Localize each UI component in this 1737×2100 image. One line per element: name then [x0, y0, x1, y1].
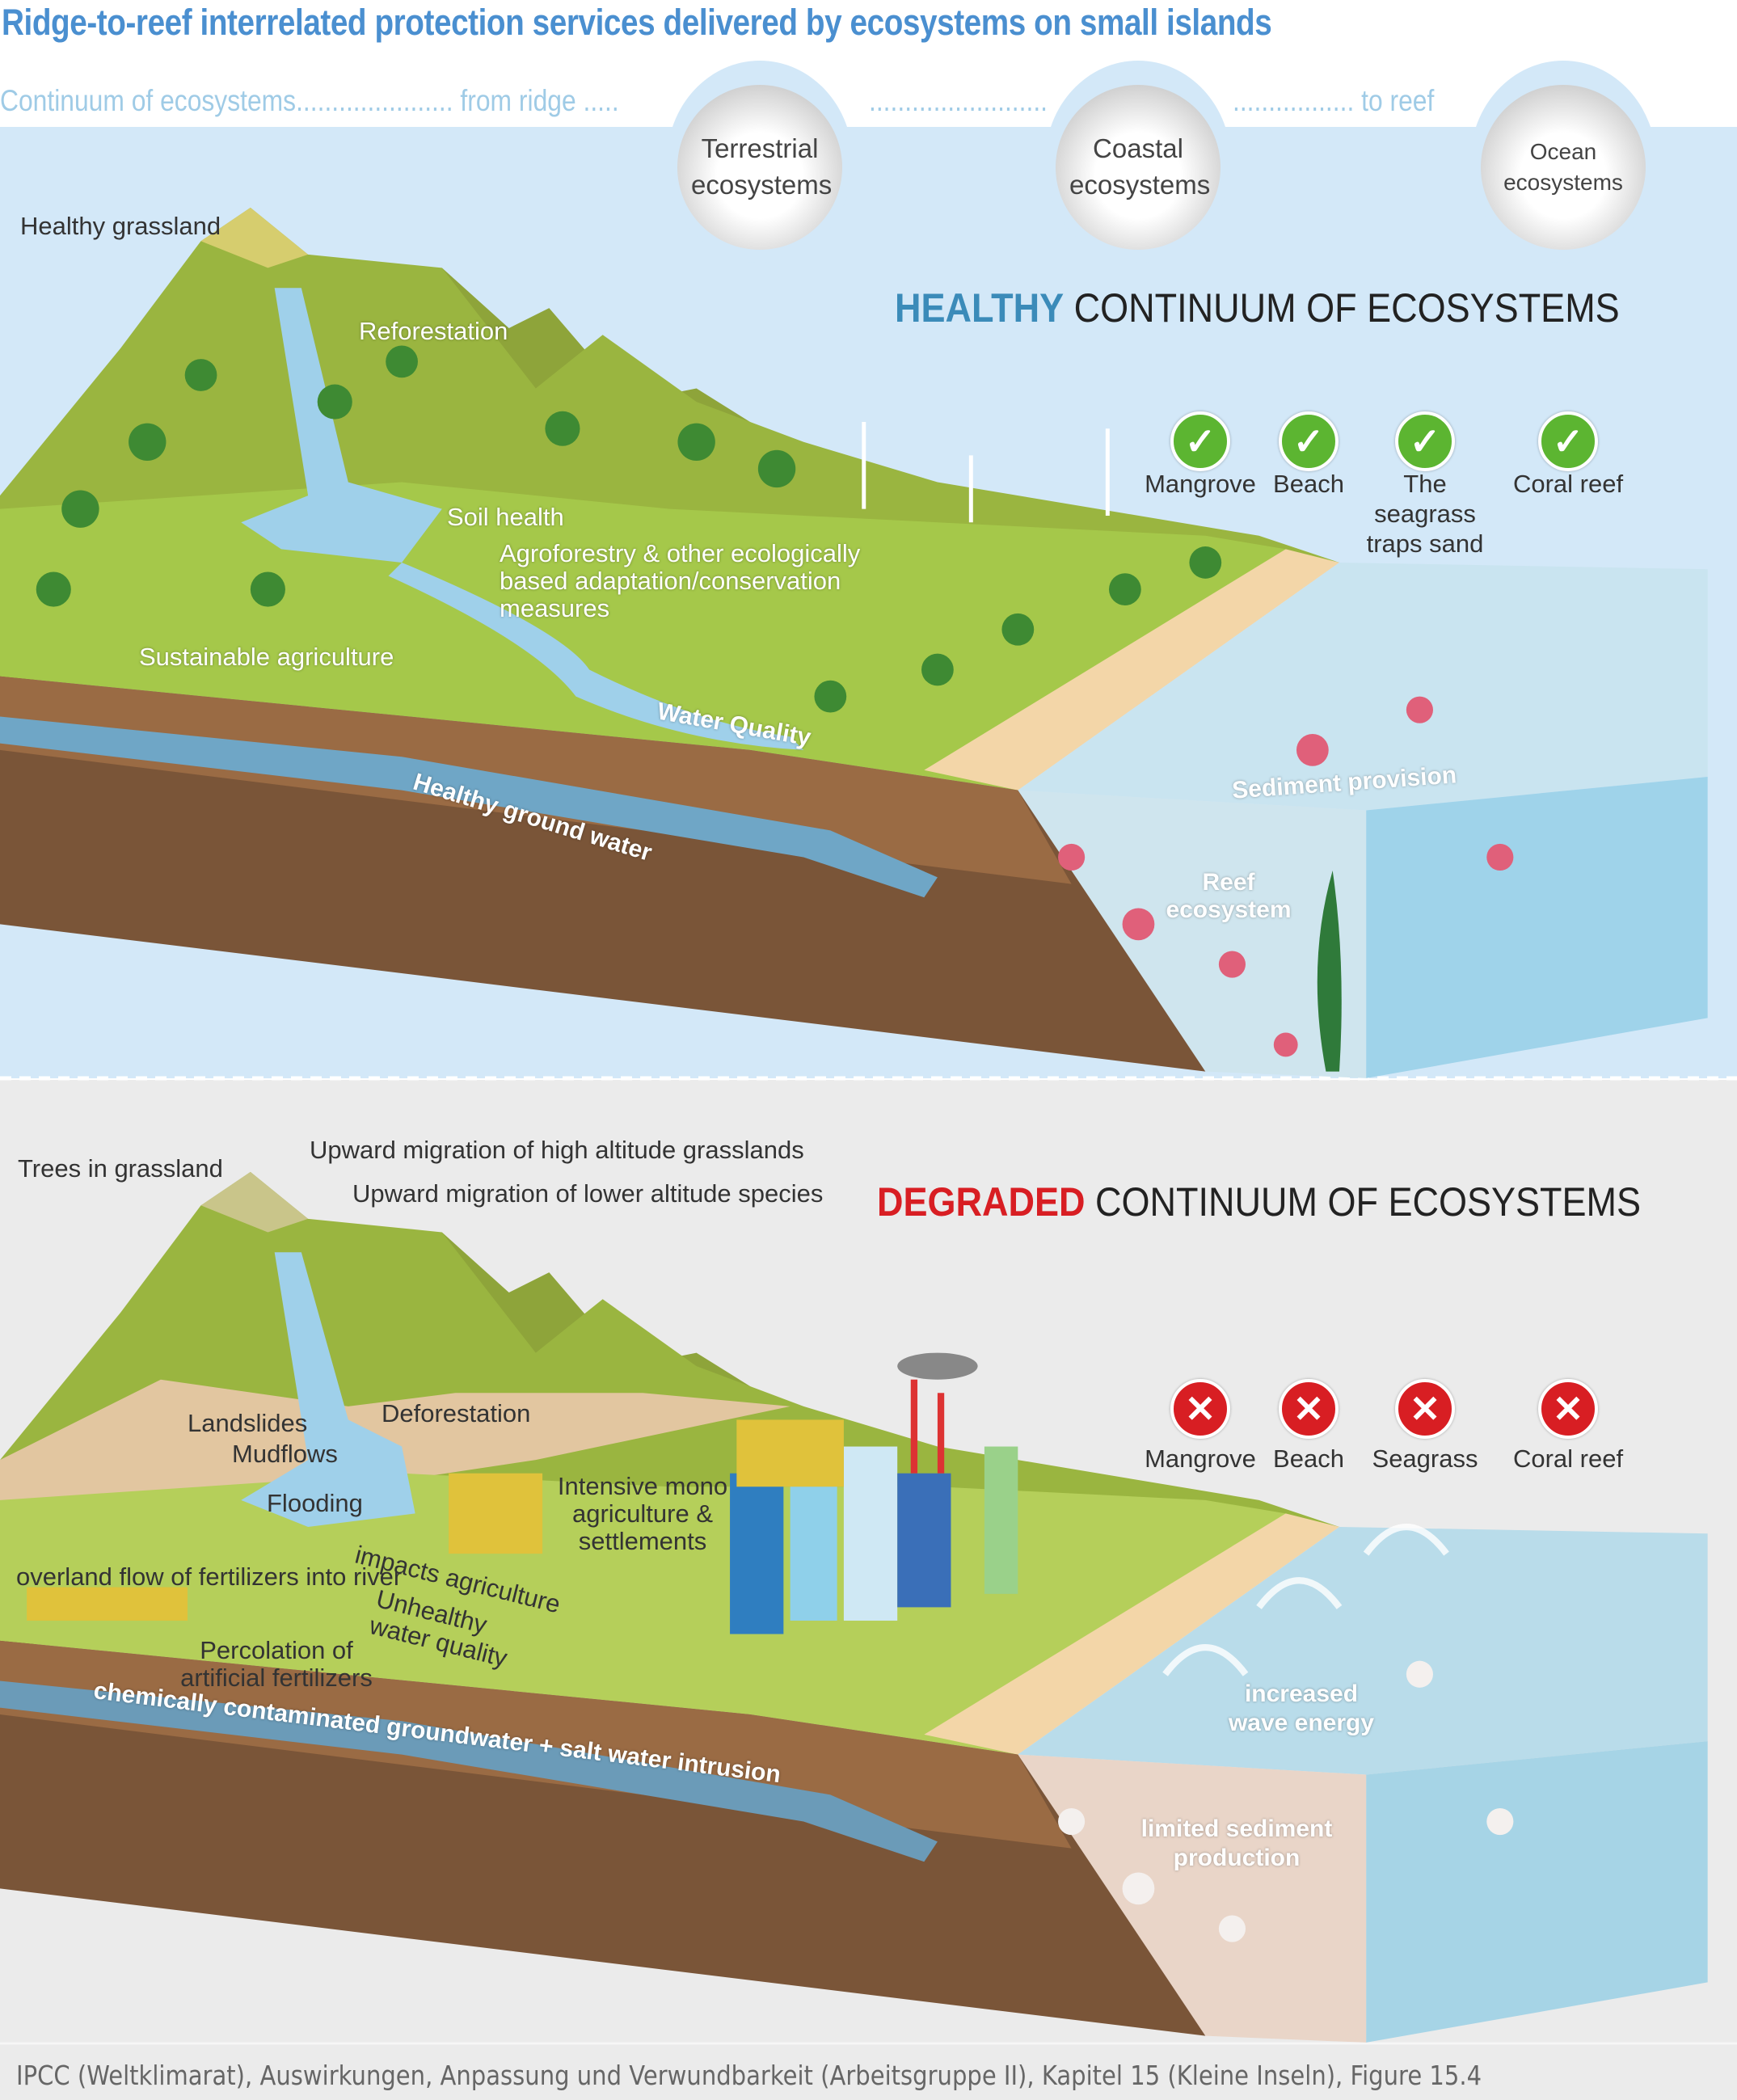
healthy-header-rest: CONTINUUM OF ECOSYSTEMS [1064, 285, 1620, 331]
label-overland-flow: overland flow of fertilizers into river [16, 1562, 403, 1591]
coral [1058, 696, 1514, 1057]
label-trees-in-grassland: Trees in grassland [18, 1154, 223, 1183]
label-upward-high: Upward migration of high altitude grassl… [310, 1136, 804, 1164]
crops [27, 1419, 844, 1621]
bubble-coastal-label: Coastal ecosystems [1069, 133, 1211, 200]
water-box-front [1366, 1741, 1708, 2043]
figure-title: Ridge-to-reef interrelated protection se… [2, 2, 1272, 43]
wind-turbines [862, 421, 1110, 523]
x-icon: ✕ [1395, 1379, 1455, 1439]
label-upward-lower: Upward migration of lower altitude speci… [352, 1179, 824, 1208]
contaminated-groundwater [0, 1680, 938, 1862]
status-label-coral-reef: Coral reef [1512, 1444, 1624, 1473]
degraded-landscape [0, 1171, 1708, 2043]
trees [36, 345, 1222, 713]
bleached-coral [1058, 1660, 1514, 1942]
label-limited-sediment: limited sediment production [1140, 1815, 1333, 1871]
bubble-coastal: Coastal ecosystems [1056, 85, 1221, 250]
degraded-header: DEGRADED CONTINUUM OF ECOSYSTEMS [877, 1179, 1641, 1225]
label-deforestation: Deforestation [382, 1399, 531, 1427]
label-reef-ecosystem: Reef ecosystem [1166, 869, 1292, 923]
label-wave-energy: increased wave energy [1228, 1680, 1375, 1736]
label-agroforestry: Agroforestry & other ecologically based … [500, 539, 861, 623]
river [241, 288, 442, 563]
beach [924, 1513, 1340, 1755]
grassland-peak [200, 207, 309, 268]
reef-slope-degraded [1018, 1754, 1367, 2043]
beach [924, 549, 1340, 791]
status-label-seagrass: The seagrass traps sand [1366, 470, 1484, 559]
grassland-peak [200, 1171, 309, 1233]
label-flooding: Flooding [267, 1489, 363, 1517]
healthy-header-emph: HEALTHY [895, 285, 1065, 331]
label-soil-health: Soil health [447, 503, 564, 531]
rough-sea [1018, 1526, 1708, 1775]
bubble-terrestrial: Terrestrial ecosystems [677, 85, 842, 250]
x-icon: ✕ [1279, 1379, 1339, 1439]
label-mudflows: Mudflows [232, 1440, 338, 1468]
continuum-label-reef: ................. to reef [1233, 84, 1435, 117]
status-label-coral-reef: Coral reef [1512, 470, 1624, 498]
continuum-label-ridge: Continuum of ecosystems.................… [0, 84, 619, 117]
degraded-header-emph: DEGRADED [877, 1179, 1086, 1225]
bubble-ocean-label: Ocean ecosystems [1503, 139, 1623, 195]
check-icon: ✓ [1279, 411, 1339, 471]
x-icon: ✕ [1538, 1379, 1598, 1439]
reef-slope [1018, 790, 1367, 1078]
healthy-header: HEALTHY CONTINUUM OF ECOSYSTEMS [895, 285, 1620, 331]
status-label-beach: Beach [1273, 1444, 1344, 1473]
source-citation: IPCC (Weltklimarat), Auswirkungen, Anpas… [16, 2060, 1482, 2091]
healthy-landscape [0, 207, 1708, 1078]
status-label-mangrove: Mangrove [1145, 1444, 1256, 1473]
check-icon: ✓ [1538, 411, 1598, 471]
status-label-seagrass: Seagrass [1372, 1444, 1478, 1473]
label-reforestation: Reforestation [359, 317, 508, 345]
label-percolation: Percolation of artificial fertilizers [180, 1636, 373, 1693]
water-box-front [1366, 777, 1708, 1078]
label-sustainable-agriculture: Sustainable agriculture [139, 643, 394, 671]
continuum-dots: ......................... [869, 84, 1048, 117]
bubble-terrestrial-label: Terrestrial ecosystems [691, 133, 833, 200]
label-landslides: Landslides [188, 1409, 308, 1437]
land [0, 1473, 1286, 1755]
status-label-beach: Beach [1273, 470, 1344, 498]
label-healthy-grassland: Healthy grassland [20, 212, 221, 240]
groundwater [0, 716, 938, 898]
shallow-sea [1018, 562, 1708, 811]
bubble-ocean: Ocean ecosystems [1481, 85, 1646, 250]
degraded-header-rest: CONTINUUM OF ECOSYSTEMS [1085, 1179, 1642, 1225]
label-intensive-agriculture: Intensive mono agriculture & settlements [557, 1472, 728, 1556]
flood-water [241, 1252, 415, 1527]
x-icon: ✕ [1170, 1379, 1230, 1439]
city [730, 1352, 1018, 1634]
river-lower [388, 562, 804, 750]
check-icon: ✓ [1170, 411, 1230, 471]
land [0, 482, 1286, 791]
check-icon: ✓ [1395, 411, 1455, 471]
waves [1162, 1523, 1449, 1676]
seaweed [1317, 871, 1342, 1072]
status-label-mangrove: Mangrove [1145, 470, 1256, 498]
